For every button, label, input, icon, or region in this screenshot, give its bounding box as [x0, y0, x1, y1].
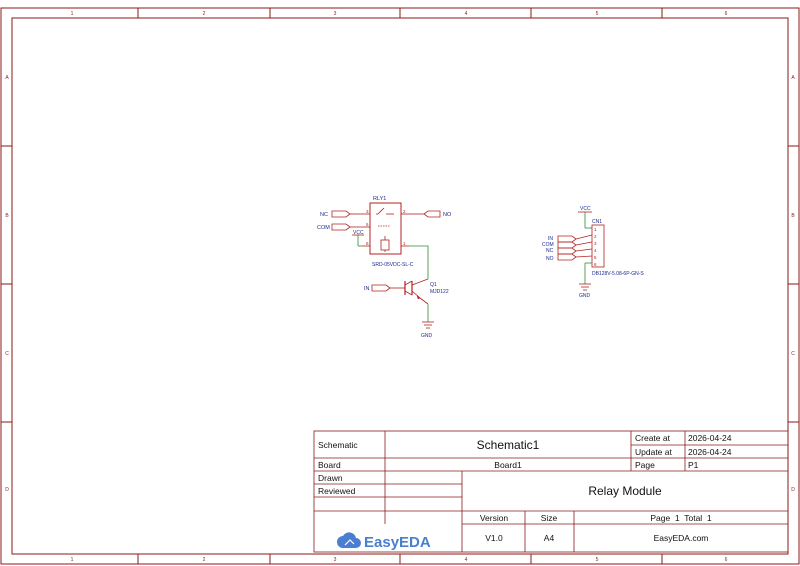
col-label-top: 4 [465, 11, 468, 17]
col-label-top: 2 [203, 11, 206, 17]
relay-part-label: SRD-05VDC-SL-C [372, 262, 414, 268]
col-label-top: 1 [71, 11, 74, 17]
cn1-net-label: NO [546, 256, 554, 262]
relay-switch-arm [377, 207, 385, 215]
size-value: A4 [544, 533, 555, 543]
relay-pin-number: 2 [403, 209, 406, 214]
title-block: Schematic Schematic1 Create at 2026-04-2… [313, 430, 789, 553]
gnd-label: GND [421, 333, 433, 339]
board-label: Board [318, 460, 341, 470]
cn1-gnd-label: GND [579, 293, 591, 299]
row-label-left: C [5, 351, 9, 357]
relay-body [369, 202, 402, 255]
row-label-left: B [5, 213, 9, 219]
relay-ref-label: RLY1 [373, 196, 386, 202]
relay-coil [380, 239, 390, 251]
create-at-label: Create at [635, 433, 671, 443]
frame-inner-border [11, 17, 789, 555]
relay-pin-number: 5 [366, 222, 369, 227]
schematic-name: Schematic1 [477, 438, 540, 452]
col-label-bottom: 4 [465, 557, 468, 563]
board-name: Board1 [494, 460, 522, 470]
net-label-in: IN [364, 286, 370, 292]
cn1-net-label: COM [542, 242, 554, 248]
netport-cn1-nc [557, 247, 577, 255]
row-label-right: B [791, 213, 795, 219]
update-at-label: Update at [635, 447, 672, 457]
frame-column-labels: 1 2 3 4 5 6 1 2 3 4 5 6 [71, 11, 728, 563]
netport-com [331, 223, 351, 231]
easyeda-logo: EasyEDA [337, 532, 431, 551]
net-label-nc: NC [320, 212, 328, 218]
frame-row-labels: A B C D A B C D [5, 75, 795, 493]
row-label-right: C [791, 351, 795, 357]
row-label-left: D [5, 487, 9, 493]
update-at-date: 2026-04-24 [688, 447, 732, 457]
relay-rly1[interactable]: RLY1 3 5 6 2 1 SRD-05VDC-SL-C [362, 196, 414, 268]
project-title: Relay Module [588, 484, 662, 498]
reviewed-label: Reviewed [318, 486, 356, 496]
relay-pin-number: 1 [403, 241, 406, 246]
col-label-bottom: 5 [596, 557, 599, 563]
logo-text: EasyEDA [364, 534, 431, 551]
cloud-icon-mark [344, 539, 355, 546]
relay-net-labels: NC COM VCC NO [317, 210, 452, 247]
transistor-q1[interactable]: IN Q1 MJD122 [364, 278, 449, 305]
connector-pin-number: 1 [594, 227, 597, 232]
netport-in [371, 284, 391, 292]
site-link: EasyEDA.com [654, 533, 709, 543]
version-label: Version [480, 513, 509, 523]
connector-cn1[interactable]: VCC CN1 1 2 3 4 5 6 IN COM NC NO GND [542, 206, 644, 299]
schematic-label: Schematic [318, 440, 358, 450]
version-value: V1.0 [485, 533, 503, 543]
col-label-bottom: 1 [71, 557, 74, 563]
sheet-frame [0, 7, 800, 565]
col-label-bottom: 3 [334, 557, 337, 563]
connector-pin-number: 4 [594, 248, 597, 253]
col-label-top: 3 [334, 11, 337, 17]
connector-pin-number: 6 [594, 262, 597, 267]
drawn-label: Drawn [318, 473, 343, 483]
row-label-right: A [791, 75, 795, 81]
net-label-com: COM [317, 225, 330, 231]
create-at-date: 2026-04-24 [688, 433, 732, 443]
connector-pin-number: 3 [594, 241, 597, 246]
page-value: P1 [688, 460, 699, 470]
netport-cn1-com [557, 241, 577, 249]
connector-part-label: DB128V-5.08-6P-GN-S [592, 271, 644, 277]
cn1-net-label: IN [548, 236, 553, 242]
row-label-left: A [5, 75, 9, 81]
netport-nc [331, 210, 351, 218]
col-label-bottom: 2 [203, 557, 206, 563]
cn1-net-label: NC [546, 248, 554, 254]
netport-cn1-no [557, 253, 577, 261]
connector-pin-number: 5 [594, 255, 597, 260]
size-label: Size [541, 513, 558, 523]
netport-cn1-in [557, 235, 577, 243]
netport-no [423, 210, 441, 218]
col-label-top: 5 [596, 11, 599, 17]
cn1-vcc-label: VCC [580, 206, 591, 212]
col-label-bottom: 6 [725, 557, 728, 563]
transistor-ref-label: Q1 [430, 282, 437, 288]
relay-pin-number: 3 [366, 209, 369, 214]
col-label-top: 6 [725, 11, 728, 17]
relay-pin-number: 6 [366, 241, 369, 246]
frame-outer-border [0, 7, 800, 565]
emitter-arrow [416, 294, 421, 300]
net-label-vcc: VCC [353, 230, 364, 236]
gnd-symbol [422, 321, 434, 329]
row-label-right: D [791, 487, 795, 493]
connector-body [591, 224, 605, 268]
connector-ref-label: CN1 [592, 219, 602, 225]
page-total: Page 1 Total 1 [650, 513, 712, 523]
wire [409, 245, 429, 279]
transistor-part-label: MJD122 [430, 289, 449, 295]
connector-pin-number: 2 [594, 234, 597, 239]
page-label: Page [635, 460, 655, 470]
gnd-symbol [579, 283, 591, 291]
net-label-no: NO [443, 212, 452, 218]
